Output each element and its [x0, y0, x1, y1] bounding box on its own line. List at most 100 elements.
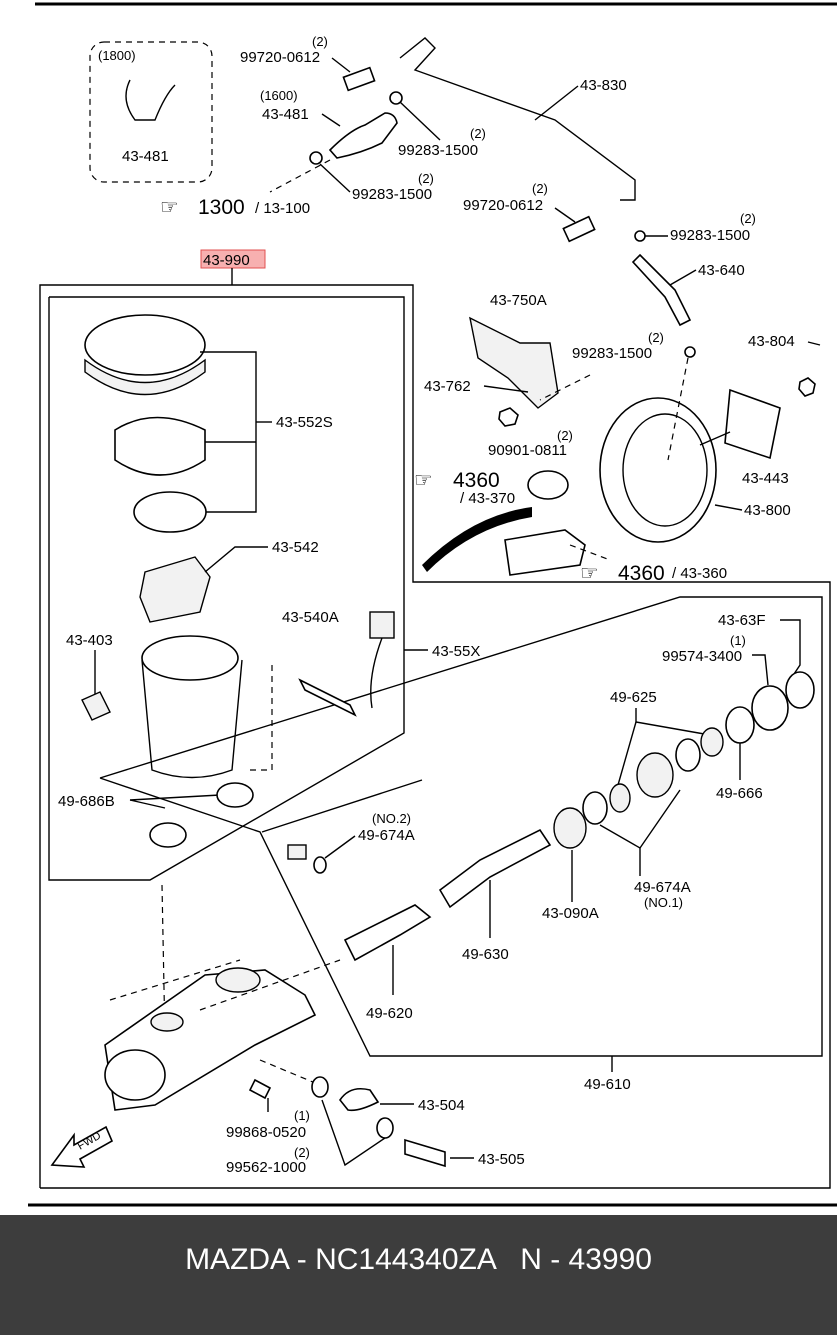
reservoir-body	[141, 659, 243, 779]
snapring-99574	[751, 685, 789, 731]
strainer-43-552S	[114, 416, 206, 476]
footer-text: MAZDA - NC144340ZA N - 43990	[185, 1243, 652, 1276]
oring-49-674A-b	[582, 791, 608, 825]
plug-bolt	[287, 844, 307, 860]
label-99868-0520: 99868-0520	[226, 1124, 306, 1141]
leader-49-625-a	[635, 708, 711, 736]
label-no2: (NO.2)	[372, 811, 411, 826]
dash-bracket	[539, 374, 591, 401]
label-90901-0811: 90901-0811	[488, 442, 567, 459]
oring-43-63F	[785, 671, 815, 709]
qty-g: (2)	[557, 428, 573, 443]
dash-to-washer	[259, 1059, 321, 1086]
qty-f: (2)	[648, 330, 664, 345]
pipe-43-830-shape	[399, 37, 636, 201]
label-43-800: 43-800	[744, 502, 791, 519]
sensor-43-540A	[298, 678, 357, 717]
qty-c: (2)	[418, 171, 434, 186]
label-43-505: 43-505	[478, 1151, 525, 1168]
parts-diagram: (1800) 43-481 (1600) 43-481 (2) 99720-06…	[28, 2, 837, 1207]
label-49-674A-a: 49-674A	[358, 827, 415, 844]
fwd-arrow-icon	[50, 1125, 114, 1168]
leader-43-640	[669, 269, 697, 286]
label-99574-3400: 99574-3400	[662, 648, 742, 665]
oring-no2	[313, 856, 327, 874]
booster-43-800-ring	[622, 413, 708, 527]
clip-99283-d	[684, 346, 696, 358]
grommet-49-686B-b	[149, 822, 187, 848]
label-43-542: 43-542	[272, 539, 319, 556]
label-49-620: 49-620	[366, 1005, 413, 1022]
label-1600: (1600)	[260, 88, 298, 103]
master-cylinder-ref-cap	[527, 470, 569, 500]
oring-49-674A-a	[675, 738, 701, 772]
piston-group-frame-inner	[261, 779, 423, 833]
label-49-674A-b: 49-674A	[634, 879, 691, 896]
pin-43-403	[81, 691, 111, 721]
clip-99283-a	[389, 91, 403, 105]
leader-43-542	[204, 546, 268, 573]
ref-13-100: / 13-100	[255, 200, 310, 217]
leader-43-804	[807, 341, 821, 346]
label-99283-1500-a: 99283-1500	[398, 142, 478, 159]
leader-43-481-b	[321, 113, 341, 127]
label-99720-0612-a: 99720-0612	[240, 49, 320, 66]
dash-reservoir-down	[161, 884, 166, 1041]
qty-2h: (2)	[294, 1145, 310, 1160]
cylinder-end	[104, 1049, 166, 1101]
ref-1300: 1300	[198, 196, 245, 219]
outer-assembly-frame	[39, 284, 831, 1189]
bolt-99720-b	[562, 215, 596, 243]
ref-4360-a: 4360	[453, 469, 500, 492]
label-43-540A: 43-540A	[282, 609, 339, 626]
cylinder-port-a	[215, 967, 261, 993]
reservoir-group-frame	[48, 296, 405, 881]
ref-icon-4360-b: ☞	[580, 562, 599, 585]
cylinder-port-b	[150, 1012, 184, 1032]
leader-43-63F	[780, 619, 801, 681]
oring-43-552S	[133, 491, 207, 533]
label-no1: (NO.1)	[644, 895, 683, 910]
highlight-43-990	[200, 249, 266, 269]
label-99720-0612-b: 99720-0612	[463, 197, 543, 214]
label-43-403: 43-403	[66, 632, 113, 649]
ref-4360-b: 4360	[618, 562, 665, 585]
label-43-090A: 43-090A	[542, 905, 599, 922]
qty-1b: (1)	[294, 1108, 310, 1123]
leader-99283-a	[399, 101, 441, 141]
label-43-804: 43-804	[748, 333, 795, 350]
bracket-43-552S	[200, 351, 257, 513]
booster-43-800	[599, 397, 717, 543]
label-43-990: 43-990	[203, 252, 250, 269]
ref-43-370: / 43-370	[460, 490, 515, 507]
sensor-wire	[370, 637, 383, 709]
seal-49-625	[636, 752, 674, 798]
hose-43-640-shape	[631, 253, 692, 327]
dash-to-1300	[269, 159, 331, 193]
label-43-762: 43-762	[424, 378, 471, 395]
cap-43-552S-ribs	[84, 358, 206, 396]
label-43-504: 43-504	[418, 1097, 465, 1114]
ring-49-625	[609, 783, 631, 813]
nut-43-804	[798, 377, 816, 397]
label-49-666: 49-666	[716, 785, 763, 802]
sleeve-43-090A	[553, 807, 587, 849]
grommet-49-686B-a	[216, 782, 254, 808]
dash-reservoir-into-body	[109, 959, 241, 1001]
hose-1600-shape	[328, 112, 398, 159]
dash-sensor	[250, 665, 273, 771]
cap-43-552S	[84, 314, 206, 376]
bush-49-625	[700, 727, 724, 757]
bolt-43-505	[404, 1138, 446, 1168]
arrow-4360-a	[422, 507, 532, 572]
label-49-686B: 49-686B	[58, 793, 115, 810]
screw-99868	[248, 1078, 272, 1100]
clip-99283-c	[634, 230, 646, 242]
nut-90901	[498, 407, 519, 427]
label-43-640: 43-640	[698, 262, 745, 279]
leader-49-625-b	[617, 721, 637, 786]
qty-d: (2)	[532, 181, 548, 196]
label-99283-1500-c: 99283-1500	[670, 227, 750, 244]
label-49-610: 49-610	[584, 1076, 631, 1093]
leader-49-686B-a	[129, 799, 166, 809]
